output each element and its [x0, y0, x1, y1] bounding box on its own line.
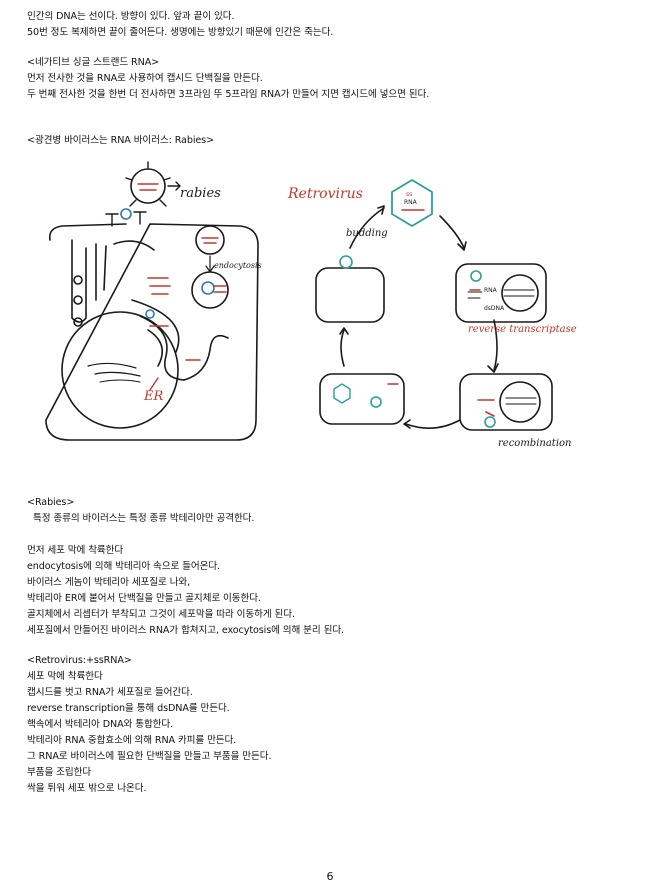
rabies-cell-drawing	[45, 161, 259, 441]
label-ss: ss	[406, 191, 412, 198]
label-recombination: recombination	[498, 438, 571, 449]
cycle-arrow-4	[340, 329, 345, 367]
retro-line-4: 핵속에서 박테리아 DNA와 통합한다.	[27, 719, 174, 730]
budding-cell	[315, 267, 385, 323]
neg-rna-line-1: 먼저 전사한 것을 RNA로 사용하여 캡시드 단백질을 만든다.	[27, 73, 263, 84]
retro-line-6: 그 RNA로 바이러스에 필요한 단백질을 만들고 부품을 만든다.	[27, 751, 272, 762]
golgi	[71, 239, 107, 323]
label-endocytosis: endocytosis	[214, 261, 262, 270]
cycle-arrow-2	[493, 319, 498, 371]
infected-cell-2	[459, 373, 553, 431]
cell-membrane	[45, 223, 259, 441]
retrovirus-particle	[391, 179, 433, 227]
label-rna: RNA	[404, 199, 418, 206]
rna-fragments	[147, 277, 201, 361]
rabies-line-2: 먼저 세포 막에 착륙한다	[27, 545, 124, 556]
retro-line-1: 세포 막에 착륙한다	[27, 671, 103, 682]
endocytosis-vesicle	[195, 225, 225, 255]
label-er: ER	[143, 389, 163, 404]
label-rabies: rabies	[180, 186, 221, 201]
cycle-arrow-3	[405, 419, 461, 429]
retrovirus-cycle-drawing	[315, 179, 553, 431]
page-number: 6	[326, 870, 334, 883]
rabies-line-5: 박테리아 ER에 붙어서 단백질을 만들고 골지체로 이동한다.	[27, 593, 261, 604]
label-dsdna: dsDNA	[484, 305, 505, 312]
label-rna-small: RNA	[484, 287, 498, 294]
rabies-line-1: 특정 종류의 바이러스는 특정 종류 박테리아만 공격한다.	[33, 513, 255, 524]
vesicle	[73, 317, 83, 327]
retro-line-7: 부품을 조립한다	[27, 767, 92, 778]
label-retrovirus: Retrovirus	[287, 186, 363, 202]
retro-line-3: reverse transcription을 통해 dsDNA를 만든다.	[27, 703, 230, 714]
dna-strand	[87, 362, 137, 369]
er-folds	[131, 299, 185, 381]
infected-cell-1	[455, 263, 547, 323]
nucleus	[61, 311, 179, 429]
rabies-line-7: 세포질에서 만들어진 바이러스 RNA가 합쳐지고, exocytosis에 의…	[27, 625, 344, 636]
vesicle	[73, 295, 83, 305]
neg-rna-line-2: 두 번째 전사한 것을 한번 더 전사하면 3프라임 뚜 5프라임 RNA가 만…	[27, 89, 430, 100]
rabies-line-4: 바이러스 게놈이 박테리아 세포질로 나와,	[27, 577, 191, 588]
retro-heading: <Retrovirus:+ssRNA>	[27, 655, 132, 666]
vesicle	[73, 275, 83, 285]
retro-line-8: 싹을 튀워 세포 밖으로 나온다.	[27, 783, 147, 794]
rabies-heading: <Rabies>	[27, 497, 75, 508]
rabies-virus	[130, 168, 166, 204]
rabies-line-6: 골지체에서 리셉터가 부착되고 그것이 세포막을 따라 이동하게 된다.	[27, 609, 295, 620]
intro-line-1: 인간의 DNA는 선이다. 방향이 있다. 앞과 끝이 있다.	[27, 11, 235, 22]
rabies-line-3: endocytosis에 의해 박테리아 속으로 들어온다.	[27, 561, 221, 572]
label-budding: budding	[346, 228, 388, 239]
label-reverse-transcriptase: reverse transcriptase	[468, 324, 577, 335]
intro-line-2: 50번 정도 복제하면 끝이 줄어든다. 생명에는 방향있기 때문에 인간은 죽…	[27, 27, 334, 38]
assembly-cell	[319, 373, 405, 425]
retro-line-2: 캡시드를 벗고 RNA가 세포질로 들어간다.	[27, 687, 193, 698]
retro-line-5: 박테리아 RNA 중합효소에 의해 RNA 카피를 만든다.	[27, 735, 237, 746]
rabies-section-heading: <광견병 바이러스는 RNA 바이러스: Rabies>	[27, 135, 215, 146]
neg-rna-heading: <네가티브 싱글 스트랜드 RNA>	[27, 57, 160, 68]
cycle-arrow-5	[349, 207, 385, 249]
cycle-arrow-1	[439, 215, 465, 249]
